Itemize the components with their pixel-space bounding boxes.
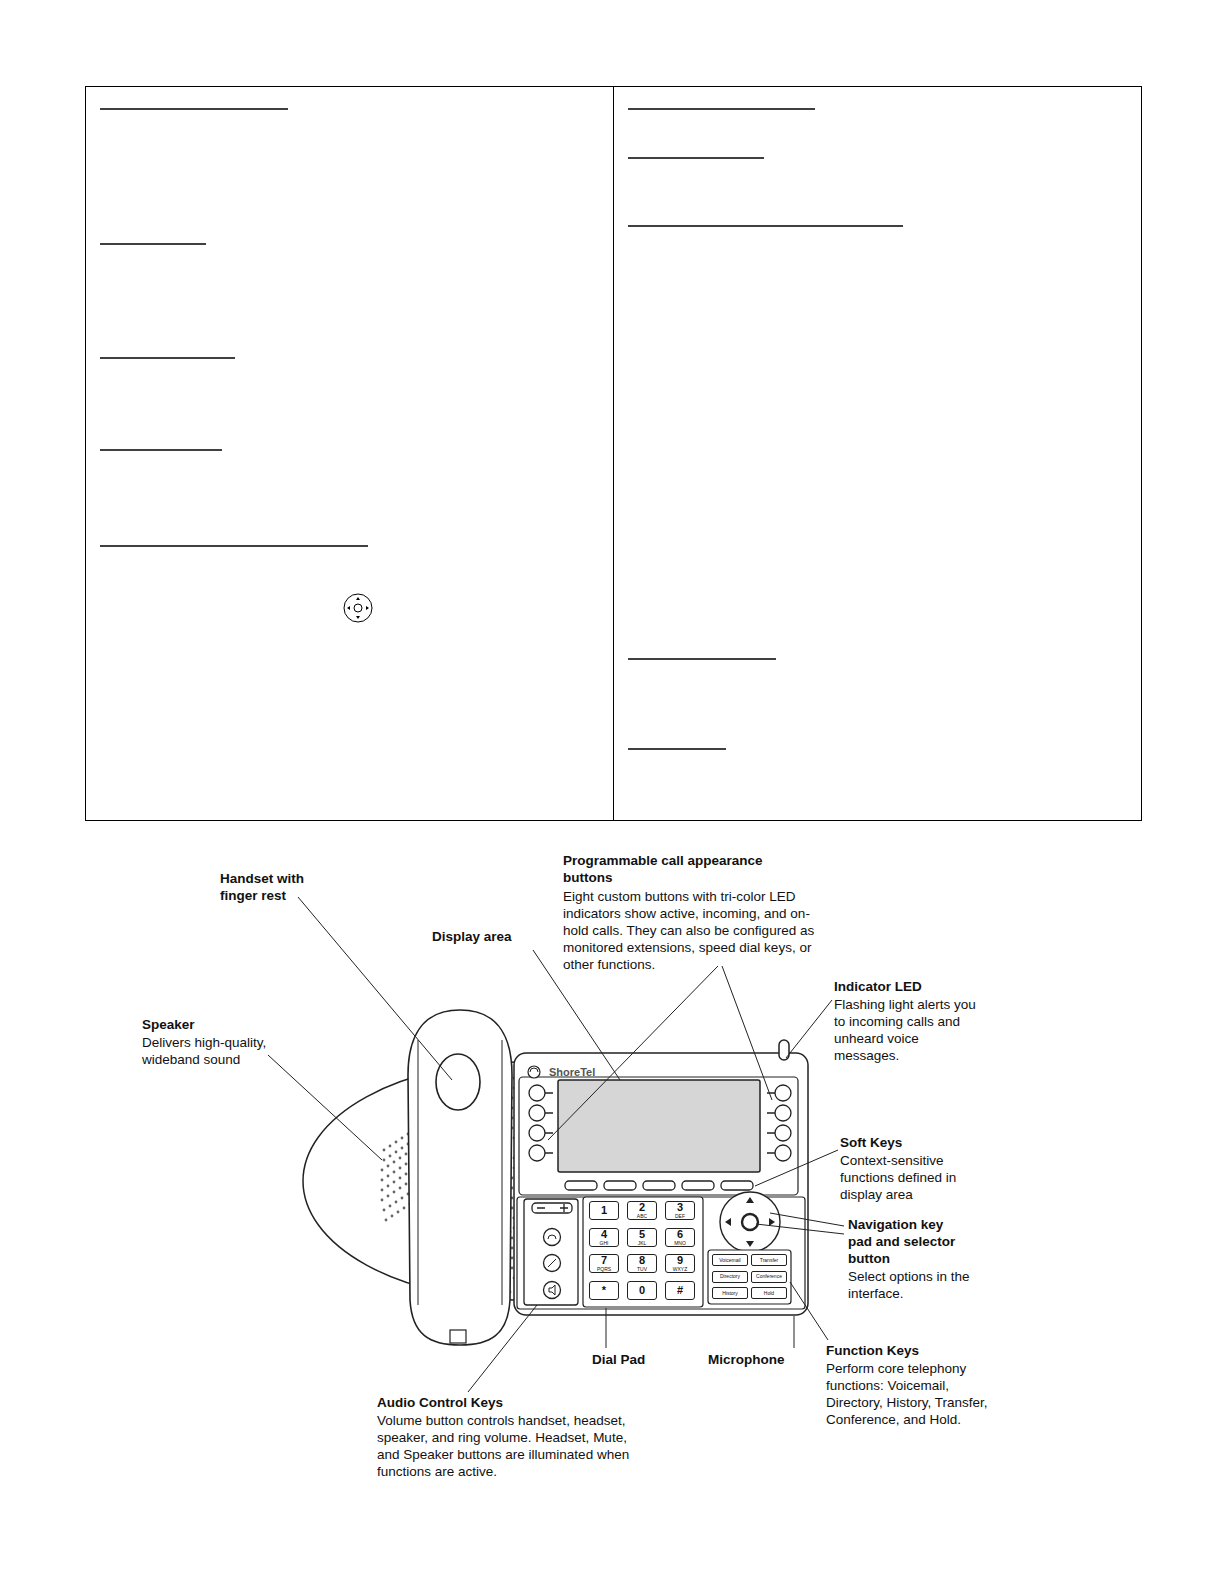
dial-key: 4GHI xyxy=(589,1228,619,1247)
key-label: * xyxy=(602,1285,606,1296)
callout-title: Programmable call appearance buttons xyxy=(563,852,768,886)
key-letters: MNO xyxy=(674,1241,686,1246)
display-screen xyxy=(558,1080,760,1172)
key-label: Conference xyxy=(756,1274,782,1279)
navigation-icon xyxy=(344,594,372,622)
dial-key: 1 xyxy=(589,1201,619,1220)
dial-key: 3DEF xyxy=(665,1201,695,1220)
indicator-led xyxy=(779,1040,789,1060)
callout-title: Handset with finger rest xyxy=(220,870,325,904)
function-key: Conference xyxy=(751,1271,787,1283)
dial-key: 0 xyxy=(627,1281,657,1300)
key-label: 1 xyxy=(601,1205,607,1216)
callout-text: Delivers high-quality, wideband sound xyxy=(142,1034,287,1068)
key-label: 0 xyxy=(639,1285,645,1296)
dial-key: 9WXYZ xyxy=(665,1254,695,1273)
call-appearance-buttons xyxy=(529,1085,791,1161)
key-label: 3 xyxy=(677,1202,683,1213)
key-letters: GHI xyxy=(600,1241,609,1246)
handset xyxy=(408,1010,512,1345)
key-label: 9 xyxy=(677,1255,683,1266)
callout-title: Function Keys xyxy=(826,1342,919,1359)
callout-title: Soft Keys xyxy=(840,1134,902,1151)
key-letters: TUV xyxy=(637,1267,647,1272)
function-key: Hold xyxy=(751,1287,787,1299)
audio-control-keys xyxy=(524,1199,578,1305)
callout-text: Eight custom buttons with tri-color LED … xyxy=(563,888,835,973)
key-label: 7 xyxy=(601,1255,607,1266)
phone-body xyxy=(514,1040,808,1315)
key-label: Voicemail xyxy=(719,1258,740,1263)
dial-key: 6MNO xyxy=(665,1228,695,1247)
key-label: History xyxy=(722,1291,738,1296)
dial-key: * xyxy=(589,1281,619,1300)
key-letters: DEF xyxy=(675,1214,685,1219)
key-label: Transfer xyxy=(760,1258,778,1263)
key-letters: WXYZ xyxy=(673,1267,687,1272)
dial-key: # xyxy=(665,1281,695,1300)
brand-logo: ShoreTel xyxy=(549,1066,595,1078)
callout-text: Flashing light alerts you to incoming ca… xyxy=(834,996,984,1064)
function-key: History xyxy=(712,1287,748,1299)
key-letters: JKL xyxy=(638,1241,647,1246)
dial-key: 8TUV xyxy=(627,1254,657,1273)
dial-key: 2ABC xyxy=(627,1201,657,1220)
key-label: Hold xyxy=(764,1291,774,1296)
key-letters: PQRS xyxy=(597,1267,611,1272)
callout-title: Speaker xyxy=(142,1016,195,1033)
callout-text: Select options in the interface. xyxy=(848,1268,978,1302)
function-key: Directory xyxy=(712,1271,748,1283)
callout-title: Dial Pad xyxy=(592,1351,645,1368)
key-label: 4 xyxy=(601,1229,607,1240)
function-key-frame xyxy=(708,1250,791,1304)
callout-title: Navigation key pad and selector button xyxy=(848,1216,970,1267)
key-label: 6 xyxy=(677,1229,683,1240)
soft-keys xyxy=(565,1181,753,1190)
callout-title: Display area xyxy=(432,928,512,945)
key-label: # xyxy=(677,1285,683,1296)
blank-table xyxy=(86,86,1142,821)
key-label: Directory xyxy=(720,1274,740,1279)
key-label: 8 xyxy=(639,1255,645,1266)
navigation-key-pad xyxy=(720,1192,780,1252)
function-key: Voicemail xyxy=(712,1254,748,1266)
callout-text: Context-sensitive functions defined in d… xyxy=(840,1152,978,1203)
callout-text: Volume button controls handset, headset,… xyxy=(377,1412,645,1480)
key-label: 5 xyxy=(639,1229,645,1240)
key-label: 2 xyxy=(639,1202,645,1213)
dial-key: 5JKL xyxy=(627,1228,657,1247)
function-key: Transfer xyxy=(751,1254,787,1266)
callout-title: Audio Control Keys xyxy=(377,1394,503,1411)
callout-title: Indicator LED xyxy=(834,978,922,995)
dial-key: 7PQRS xyxy=(589,1254,619,1273)
callout-title: Microphone xyxy=(708,1351,785,1368)
leader-lines xyxy=(268,897,844,1392)
callout-text: Perform core telephony functions: Voicem… xyxy=(826,1360,1004,1428)
key-letters: ABC xyxy=(637,1214,647,1219)
dial-pad-frame xyxy=(583,1197,703,1307)
